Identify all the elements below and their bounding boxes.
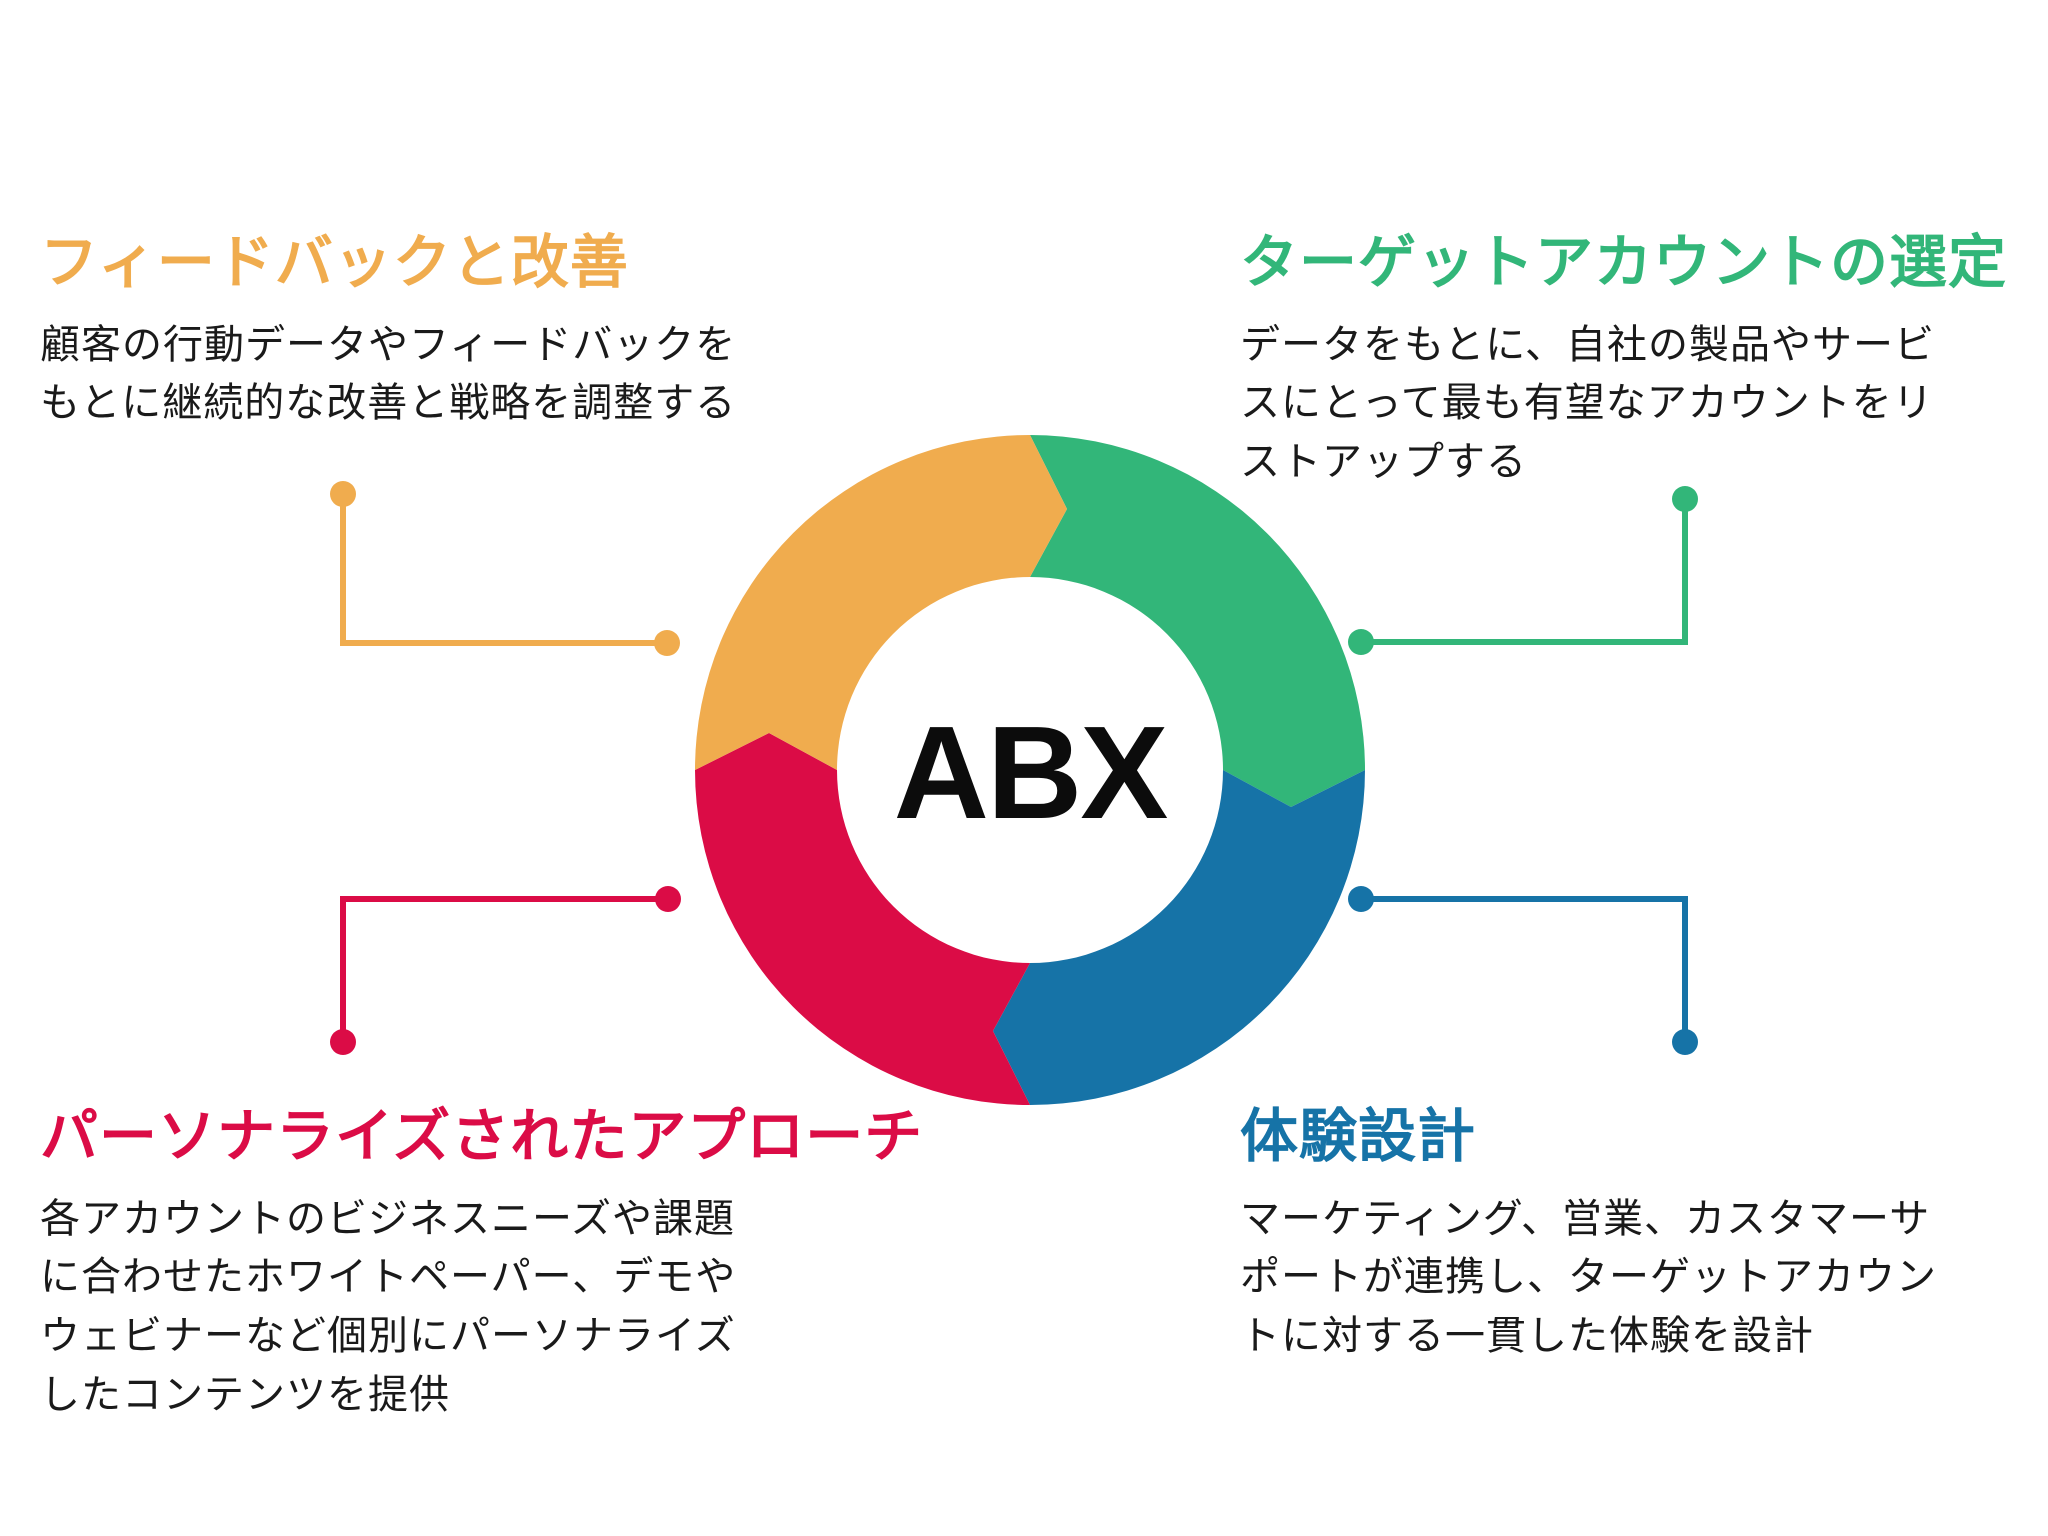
connector-targeting-dot-end xyxy=(1348,629,1374,655)
section-targeting: ターゲットアカウントの選定 データをもとに、自社の製品やサービ スにとって最も有… xyxy=(1240,228,2048,492)
section-personalization-body: 各アカウントのビジネスニーズや課題 に合わせたホワイトペーパー、デモや ウェビナ… xyxy=(40,1196,737,1417)
section-experience-body: マーケティング、営業、カスタマーサ ポートが連携し、ターゲットアカウン トに対す… xyxy=(1240,1196,1937,1359)
connector-targeting xyxy=(1348,486,1698,655)
center-label-abx: ABX xyxy=(893,698,1169,846)
section-personalization-title: パーソナライズされたアプローチ xyxy=(40,1104,924,1169)
segment-experience-arrow xyxy=(993,770,1365,1105)
connector-experience-dot-end xyxy=(1348,886,1374,912)
connector-feedback-dot-end xyxy=(654,630,680,656)
connector-feedback-line xyxy=(340,494,667,646)
connector-experience-line xyxy=(1361,896,1688,1042)
section-targeting-title: ターゲットアカウントの選定 xyxy=(1240,230,2008,295)
connector-feedback-dot-start xyxy=(330,481,356,507)
connector-feedback xyxy=(330,481,680,656)
section-targeting-body: データをもとに、自社の製品やサービ スにとって最も有望なアカウントをリ ストアッ… xyxy=(1240,322,1935,485)
connector-personalization-dot-start xyxy=(330,1029,356,1055)
connector-personalization-line xyxy=(340,896,668,1042)
section-experience: 体験設計 マーケティング、営業、カスタマーサ ポートが連携し、ターゲットアカウン… xyxy=(1240,1102,2048,1366)
segment-personalization-arrow xyxy=(695,733,1030,1105)
connector-personalization xyxy=(330,886,681,1055)
section-feedback: フィードバックと改善 顧客の行動データやフィードバックを もとに継続的な改善と戦… xyxy=(40,228,860,433)
section-experience-title: 体験設計 xyxy=(1240,1104,1477,1169)
section-feedback-body: 顧客の行動データやフィードバックを もとに継続的な改善と戦略を調整する xyxy=(40,322,737,426)
segment-targeting-arrow xyxy=(1030,435,1365,807)
connector-personalization-dot-end xyxy=(655,886,681,912)
connector-targeting-line xyxy=(1361,499,1688,645)
connector-experience xyxy=(1348,886,1698,1055)
segment-feedback-arrow xyxy=(695,435,1067,770)
connector-targeting-dot-start xyxy=(1672,486,1698,512)
connector-experience-dot-start xyxy=(1672,1029,1698,1055)
section-personalization: パーソナライズされたアプローチ 各アカウントのビジネスニーズや課題 に合わせたホ… xyxy=(40,1102,1000,1425)
section-feedback-title: フィードバックと改善 xyxy=(40,230,629,295)
